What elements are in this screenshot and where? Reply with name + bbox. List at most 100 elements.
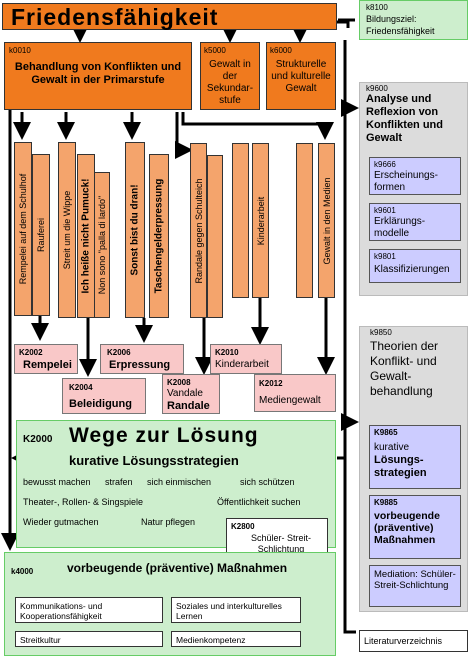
code-k2002: K2002 bbox=[19, 348, 43, 357]
strategy-item[interactable]: Theater-, Rollen- & Singspiele bbox=[23, 497, 144, 507]
loesung-title: Wege zur Lösung bbox=[69, 424, 259, 447]
bildungsziel-label: Bildungsziel: bbox=[366, 14, 417, 24]
case-label: Kinderarbeit bbox=[255, 196, 266, 245]
case-label: Ich heiße nicht Pumuck! bbox=[80, 178, 92, 294]
praevention-item-label: Soziales und interkulturelles Lernen bbox=[176, 601, 282, 621]
theorien-item[interactable]: K9885 vorbeugende (präventive) Maßnahmen bbox=[369, 495, 461, 559]
code-k2010: K2010 bbox=[215, 348, 239, 357]
praevention-item-label: Medienkompetenz bbox=[176, 635, 246, 645]
case-palla-di-lardo[interactable]: Non sono "palla di lardo" bbox=[94, 172, 110, 318]
box-k2002[interactable]: K2002 Rempelei bbox=[14, 344, 78, 374]
theorien-item[interactable]: K9865 kurative Lösungs-strategien bbox=[369, 425, 461, 489]
case-sonst-bist-du-dran[interactable]: Sonst bist du dran! bbox=[125, 142, 145, 318]
text-k0010: Behandlung von Konflikten und Gewalt in … bbox=[14, 61, 182, 86]
case-taschengelderpressung[interactable]: Taschengelderpressung bbox=[149, 154, 169, 318]
theorien-item-code: K9865 bbox=[374, 428, 398, 437]
case-label: Taschengelderpressung bbox=[153, 178, 165, 294]
analyse-item[interactable]: k9801 Klassifizierungen bbox=[369, 249, 461, 283]
praevention-item[interactable]: Streitkultur bbox=[15, 631, 163, 647]
praevention-item[interactable]: Kommunikations- und Kooperationsfähigkei… bbox=[15, 597, 163, 623]
strategy-item[interactable]: Öffentlichkeit suchen bbox=[217, 497, 301, 507]
code-k5000: k5000 bbox=[204, 46, 226, 55]
analyse-item[interactable]: k9601 Erklärungs-modelle bbox=[369, 203, 461, 241]
case-rempelei-schulhof[interactable]: Rempelei auf dem Schulhof bbox=[14, 142, 32, 316]
literatur-label: Literaturverzeichnis bbox=[364, 636, 443, 646]
box-k6000[interactable]: k6000 Strukturelle und kulturelle Gewalt bbox=[266, 42, 336, 110]
case-label: Rempelei auf dem Schulhof bbox=[18, 173, 28, 285]
case-label: Gewalt in den Medien bbox=[321, 176, 332, 265]
case-label: Streit um die Wippe bbox=[62, 190, 72, 270]
case-rauferei[interactable]: Rauferei bbox=[32, 154, 50, 316]
theorien-item-label: vorbeugende (präventive) Maßnahmen bbox=[374, 510, 440, 546]
case-empty[interactable] bbox=[207, 155, 223, 318]
theorien-item-label-a: kurative bbox=[374, 442, 410, 453]
text-k5000: Gewalt in der Sekundar-stufe bbox=[206, 59, 254, 106]
theorien-item[interactable]: Mediation: Schüler-Streit-Schlichtung bbox=[369, 565, 461, 607]
case-label: Rauferei bbox=[36, 217, 46, 253]
strategy-item[interactable]: bewusst machen bbox=[23, 477, 91, 487]
case-label: Non sono "palla di lardo" bbox=[97, 195, 107, 295]
code-k2006: K2006 bbox=[107, 348, 131, 357]
theorien-item-code: K9885 bbox=[374, 498, 398, 507]
strategy-item[interactable]: sich schützen bbox=[240, 477, 295, 487]
title-box: Friedensfähigkeit bbox=[2, 3, 337, 30]
case-pumuck[interactable]: Ich heiße nicht Pumuck! bbox=[77, 154, 95, 318]
text-k2800: Schüler- Streit-Schlichtung bbox=[250, 533, 312, 554]
code-k2000: K2000 bbox=[23, 434, 53, 445]
analyse-item-label: Erscheinungs-formen bbox=[374, 170, 438, 193]
text-k2006: Erpressung bbox=[109, 359, 171, 371]
case-streit-wippe[interactable]: Streit um die Wippe bbox=[58, 142, 76, 318]
analyse-item[interactable]: k9666 Erscheinungs-formen bbox=[369, 157, 461, 195]
box-k5000[interactable]: k5000 Gewalt in der Sekundar-stufe bbox=[200, 42, 260, 110]
case-blank[interactable] bbox=[232, 143, 249, 298]
box-k9600[interactable]: k9600 Analyse und Reflexion von Konflikt… bbox=[359, 82, 468, 296]
analyse-title: Analyse und Reflexion von Konflikten und… bbox=[366, 93, 443, 144]
text-k2004: Beleidigung bbox=[69, 398, 132, 410]
analyse-item-code: k9666 bbox=[374, 160, 396, 169]
box-k2012[interactable]: K2012 Mediengewalt bbox=[254, 374, 336, 412]
box-k2004[interactable]: K2004 Beleidigung bbox=[62, 378, 146, 414]
text-k2010: Kinderarbeit bbox=[215, 359, 269, 370]
case-kinderarbeit[interactable]: Kinderarbeit bbox=[252, 143, 269, 298]
code-k2008: K2008 bbox=[167, 378, 191, 387]
code-k9600: k9600 bbox=[366, 84, 388, 93]
analyse-item-code: k9801 bbox=[374, 252, 396, 261]
praevention-item[interactable]: Medienkompetenz bbox=[171, 631, 301, 647]
box-k2008[interactable]: K2008 Vandale Randale bbox=[162, 374, 220, 414]
strategy-item[interactable]: sich einmischen bbox=[147, 477, 212, 487]
box-k2010[interactable]: K2010 Kinderarbeit bbox=[210, 344, 282, 374]
box-k0010[interactable]: k0010 Behandlung von Konflikten und Gewa… bbox=[4, 42, 192, 110]
theorien-item-label: Mediation: Schüler-Streit-Schlichtung bbox=[374, 569, 456, 591]
praevention-item-label: Kommunikations- und Kooperationsfähigkei… bbox=[20, 601, 103, 621]
literatur-button[interactable]: Literaturverzeichnis bbox=[359, 630, 468, 652]
strategy-item[interactable]: Wieder gutmachen bbox=[23, 517, 99, 527]
loesung-subtitle: kurative Lösungsstrategien bbox=[69, 453, 239, 468]
case-label: Sonst bist du dran! bbox=[129, 184, 141, 276]
analyse-item-label: Klassifizierungen bbox=[374, 264, 450, 275]
strategy-item[interactable]: Natur pflegen bbox=[141, 517, 196, 527]
code-k0010: k0010 bbox=[9, 46, 31, 55]
praevention-title: vorbeugende (präventive) Maßnahmen bbox=[67, 561, 288, 575]
code-k2004: K2004 bbox=[69, 383, 93, 392]
box-k9850[interactable]: k9850 Theorien der Konflikt- und Gewalt-… bbox=[359, 326, 468, 612]
case-randale-schulteich[interactable]: Randale gegen Schulteich bbox=[190, 143, 207, 318]
bildungsziel-box[interactable]: k8100 Bildungsziel: Friedensfähigkeit bbox=[359, 0, 468, 40]
code-k6000: k6000 bbox=[270, 46, 292, 55]
praevention-item[interactable]: Soziales und interkulturelles Lernen bbox=[171, 597, 301, 623]
analyse-item-code: k9601 bbox=[374, 206, 396, 215]
box-k4000[interactable]: k4000 vorbeugende (präventive) Maßnahmen… bbox=[4, 552, 336, 656]
case-gewalt-medien[interactable]: Gewalt in den Medien bbox=[318, 143, 335, 298]
code-k2012: K2012 bbox=[259, 379, 283, 388]
text-k6000: Strukturelle und kulturelle Gewalt bbox=[271, 59, 331, 94]
text-k2002: Rempelei bbox=[23, 359, 72, 371]
bildungsziel-text: Friedensfähigkeit bbox=[366, 26, 435, 36]
theorien-item-label-b: Lösungs-strategien bbox=[374, 454, 427, 479]
code-k9850: k9850 bbox=[370, 328, 392, 337]
case-blank-2[interactable] bbox=[296, 143, 313, 298]
box-k2006[interactable]: K2006 Erpressung bbox=[100, 344, 184, 374]
strategy-item[interactable]: strafen bbox=[105, 477, 133, 487]
praevention-item-label: Streitkultur bbox=[20, 635, 61, 645]
bildungsziel-code: k8100 bbox=[366, 3, 388, 12]
code-k4000: k4000 bbox=[11, 567, 34, 576]
analyse-item-label: Erklärungs-modelle bbox=[374, 216, 426, 239]
